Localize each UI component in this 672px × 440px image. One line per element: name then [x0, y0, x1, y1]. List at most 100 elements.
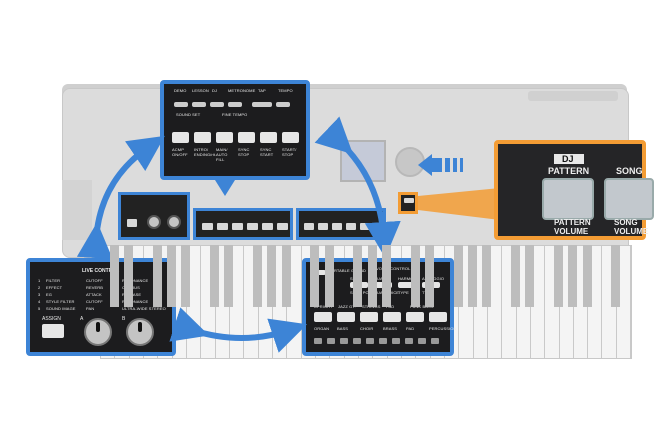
black-key — [253, 245, 263, 307]
black-key — [167, 245, 177, 307]
white-key — [588, 246, 603, 358]
style-mini-button — [262, 223, 273, 230]
metronome-button[interactable] — [228, 102, 242, 107]
style-button-4[interactable] — [260, 132, 277, 143]
demo-button[interactable] — [174, 102, 188, 107]
black-key — [482, 245, 492, 307]
pattern-volume-label: PATTERN VOLUME — [554, 218, 591, 236]
live-control-row-a: CUTOFF — [86, 299, 103, 304]
style-button-label: START/ STOP — [282, 147, 297, 157]
black-key — [367, 245, 377, 307]
dj-header-label: DJ — [562, 154, 574, 164]
live-control-row-b: ULTRA-WIDE STEREO — [122, 306, 166, 311]
voice-mini-panel — [296, 208, 386, 240]
black-key — [152, 245, 162, 307]
style-button-label: INTRO/ ENDING/rit. — [194, 147, 217, 157]
style-button-1[interactable] — [194, 132, 211, 143]
voice-category-label: BASS — [337, 326, 349, 331]
assign-button[interactable] — [42, 324, 64, 338]
portable-grand-button[interactable] — [314, 270, 326, 275]
black-key — [510, 245, 520, 307]
black-key — [453, 245, 463, 307]
black-key — [181, 245, 191, 307]
style-button-3[interactable] — [238, 132, 255, 143]
portable-grand-label: PORTABLE GRAND — [328, 268, 366, 273]
voice-button-label: HARMONY — [398, 276, 420, 281]
voice-number-button[interactable] — [314, 338, 322, 344]
voice-button-label: DUAL — [374, 276, 386, 281]
voice-number-button[interactable] — [431, 338, 439, 344]
live-control-row-num: 1 — [38, 278, 41, 283]
black-key — [424, 245, 434, 307]
voice-preset-button[interactable] — [429, 312, 447, 322]
voice-sub-label: TYPE — [398, 290, 409, 295]
tempo-button[interactable] — [276, 102, 290, 107]
voice-number-button[interactable] — [353, 338, 361, 344]
live-control-row-a: CUTOFF — [86, 278, 103, 283]
voice-mini-button — [304, 223, 314, 230]
voice-category-label: BRASS — [383, 326, 398, 331]
voice-number-button[interactable] — [418, 338, 426, 344]
voice-number-button[interactable] — [392, 338, 400, 344]
voice-number-button[interactable] — [327, 338, 335, 344]
style-button-2[interactable] — [216, 132, 233, 143]
voice-preset-button[interactable] — [314, 312, 332, 322]
voice-number-button[interactable] — [366, 338, 374, 344]
voice-sub-label: SPLIT POINT — [350, 290, 376, 295]
live-control-row-num: 3 — [38, 292, 41, 297]
live-control-mini-panel — [118, 192, 190, 240]
mini-knob-b — [167, 215, 181, 229]
pattern-button[interactable] — [542, 178, 594, 220]
white-key — [287, 246, 302, 358]
black-key — [353, 245, 363, 307]
keyboard-handle — [62, 180, 92, 240]
voice-number-button[interactable] — [405, 338, 413, 344]
knob-b-label: B — [122, 316, 126, 322]
style-mini-button — [247, 223, 258, 230]
black-key — [210, 245, 220, 307]
tap-button[interactable] — [252, 102, 272, 107]
voice-preset-button[interactable] — [406, 312, 424, 322]
black-key — [324, 245, 334, 307]
style-button-label: MAIN/ AUTO FILL — [216, 147, 228, 162]
live-control-row-a: ATTACK — [86, 292, 102, 297]
style-mini-button — [277, 223, 288, 230]
voice-preset-button[interactable] — [360, 312, 378, 322]
keyboard-display — [340, 140, 386, 182]
song-button[interactable] — [604, 178, 654, 220]
tempo-label: TEMPO — [278, 88, 293, 93]
black-key — [381, 245, 391, 307]
style-button-5[interactable] — [282, 132, 299, 143]
dj-top-button[interactable] — [210, 102, 224, 107]
style-button-0[interactable] — [172, 132, 189, 143]
black-key — [410, 245, 420, 307]
voice-preset-button[interactable] — [383, 312, 401, 322]
voice-preset-button[interactable] — [337, 312, 355, 322]
black-key — [553, 245, 563, 307]
white-key — [488, 246, 503, 358]
fine-tempo-label: FINE TEMPO — [222, 112, 248, 117]
voice-preset-label: FUNK BASS — [410, 304, 434, 309]
style-mini-button — [217, 223, 228, 230]
pattern-label: PATTERN — [548, 166, 590, 176]
song-volume-label: SONG VOLUME — [614, 218, 649, 236]
black-key — [467, 245, 477, 307]
voice-number-button[interactable] — [379, 338, 387, 344]
knob-a[interactable] — [84, 318, 112, 346]
voice-button-2[interactable] — [398, 282, 416, 288]
voice-mini-button — [318, 223, 328, 230]
song-label: SONG — [616, 166, 643, 176]
dj-label: DJ — [212, 88, 218, 93]
black-key — [525, 245, 535, 307]
knob-a-label: A — [80, 316, 84, 322]
lesson-button[interactable] — [192, 102, 206, 107]
voice-preset-label: JAZZ GT. — [338, 304, 356, 309]
live-control-row-b: RESONANCE — [122, 299, 149, 304]
style-mini-button — [202, 223, 213, 230]
knob-b[interactable] — [126, 318, 154, 346]
style-mini-button — [232, 223, 243, 230]
white-key — [617, 246, 632, 358]
live-control-row-num: 5 — [38, 306, 41, 311]
voice-number-button[interactable] — [340, 338, 348, 344]
